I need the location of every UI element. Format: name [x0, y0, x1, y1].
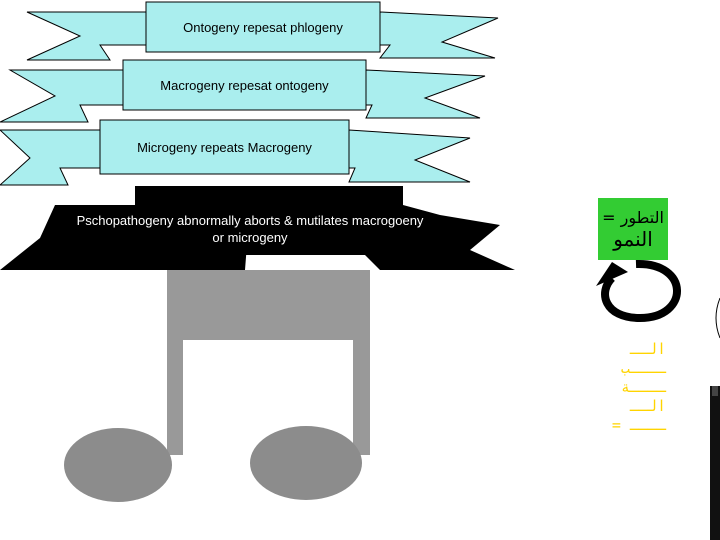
ribbon-label-microgeny: Microgeny repeats Macrogeny [137, 139, 312, 155]
yellow-text-block: الــ ــــب ــــة الــ = ــــ [596, 340, 666, 435]
yellow-text-line: ــــب [620, 359, 666, 377]
ribbon-label-pschopathogeny: Pschopathogeny abnormally aborts & mutil… [76, 213, 424, 245]
music-note-icon [64, 270, 370, 502]
ribbon-macrogeny [0, 59, 486, 123]
yellow-text-line: الــ [629, 397, 666, 415]
ribbon-label-macrogeny: Macrogeny repesat ontogeny [160, 77, 329, 93]
green-box-line-1: التطور = [602, 207, 664, 227]
ribbon-microgeny [0, 119, 471, 186]
curved-arrow-icon [596, 259, 681, 323]
ribbon-pschopathogeny [0, 186, 515, 270]
ribbon-label-ontogeny: Ontogeny repesat phlogeny [183, 19, 343, 35]
yellow-text-line: = ــــ [611, 416, 666, 434]
yellow-text-line: ــــة [620, 378, 666, 396]
ribbon-ontogeny [26, 1, 499, 61]
green-box: التطور = النمو [598, 198, 668, 260]
green-box-line-2: النمو [613, 226, 653, 251]
yellow-text-line: الــ [629, 340, 666, 358]
right-edge-shapes [710, 297, 720, 540]
